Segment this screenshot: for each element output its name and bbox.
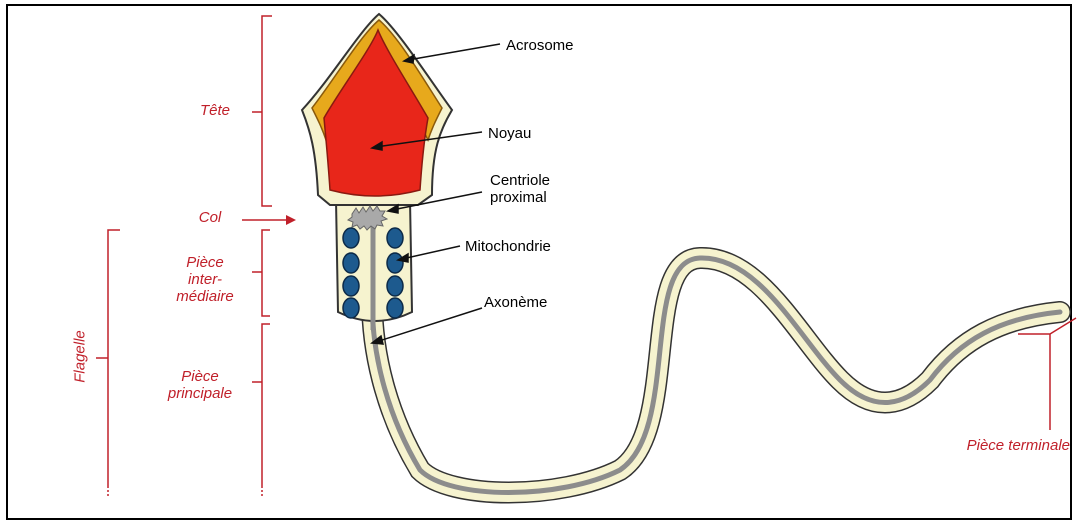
mitochondrion: [343, 253, 359, 273]
tete-bracket: [252, 16, 272, 206]
tete-label: Tête: [185, 102, 245, 119]
mitochondrion: [343, 228, 359, 248]
flagelle-label: Flagelle: [72, 317, 89, 397]
centriole-label-line2: proximal: [490, 189, 547, 206]
mitochondrion: [387, 276, 403, 296]
piece-intermediaire-line3: médiaire: [160, 288, 250, 305]
flagellum-axoneme: [372, 258, 1060, 493]
flagellum-outline: [372, 258, 1060, 493]
piece-intermediaire-line2: inter-: [160, 271, 250, 288]
mitochondrion: [387, 228, 403, 248]
piece-principale-line1: Pièce: [150, 368, 250, 385]
acrosome-label: Acrosome: [506, 37, 574, 54]
flagelle-bracket: [96, 230, 120, 488]
mitochondrion: [343, 298, 359, 318]
mitochondrion: [387, 298, 403, 318]
mitochondrie-label: Mitochondrie: [465, 238, 551, 255]
flagellum-cytoplasm: [372, 258, 1060, 493]
piece-principale-bracket: [252, 324, 270, 488]
piece-intermediaire-bracket: [252, 230, 270, 316]
acrosome-arrow: [408, 44, 500, 60]
piece-intermediaire-line1: Pièce: [160, 254, 250, 271]
centriole-label-line1: Centriole: [490, 172, 550, 189]
col-arrowhead: [286, 215, 296, 225]
axoneme-label: Axonème: [484, 294, 547, 311]
noyau-label: Noyau: [488, 125, 531, 142]
mitochondrion: [387, 253, 403, 273]
piece-principale-line2: principale: [150, 385, 250, 402]
mitochondrion: [343, 276, 359, 296]
piece-terminale-label: Pièce terminale: [890, 437, 1070, 454]
piece-terminale-bracket: [1018, 318, 1076, 430]
col-label: Col: [180, 209, 240, 226]
